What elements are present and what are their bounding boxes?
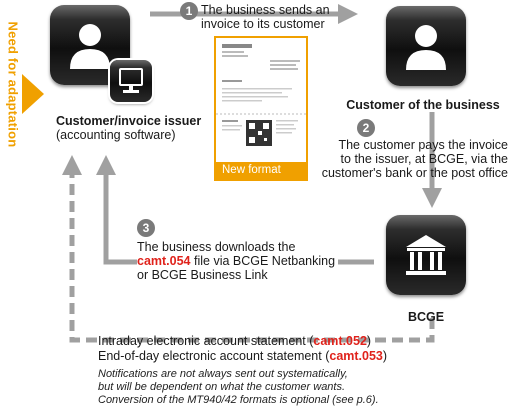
- customer-person-icon: [386, 6, 466, 86]
- step-3-line-3: or BCGE Business Link: [137, 268, 268, 282]
- step-1-badge: 1: [180, 2, 198, 20]
- customer-title: Customer of the business: [346, 98, 500, 112]
- invoice-document: New format: [214, 36, 308, 181]
- note-line-2: but will be dependent on what the custom…: [98, 381, 346, 393]
- computer-icon: [110, 60, 152, 102]
- note-line-3: Conversion of the MT940/42 formats is op…: [98, 394, 379, 406]
- invoice-page-icon: [216, 44, 306, 146]
- step-3-line-1: The business downloads the: [137, 240, 296, 254]
- end-of-day-statement: End-of-day electronic account statement …: [98, 349, 391, 363]
- intraday-prefix: Intraday electronic account statement (: [98, 334, 314, 348]
- issuer-subtitle: (accounting software): [56, 128, 176, 142]
- camt053-code: camt.053: [329, 349, 383, 363]
- intraday-suffix: ): [366, 334, 372, 348]
- bank-icon: [386, 215, 466, 295]
- issuer-title: Customer/invoice issuer: [56, 114, 202, 128]
- bank-title: BCGE: [407, 310, 445, 324]
- step-1-line-2: invoice to its customer: [201, 17, 325, 31]
- step-2-line-3: customer's bank or the post office: [321, 166, 508, 180]
- step-2-badge: 2: [357, 119, 375, 137]
- intraday-statement: Intraday electronic account statement (c…: [98, 334, 371, 348]
- camt052-code: camt.052: [313, 334, 367, 348]
- camt054-code: camt.054: [137, 254, 191, 268]
- invoice-caption: New format: [216, 162, 306, 179]
- step-1-line-1: The business sends an: [201, 3, 330, 17]
- adaptation-triangle-icon: [22, 74, 44, 114]
- need-for-adaptation-label: Need for adaptation: [5, 21, 21, 148]
- endofday-prefix: End-of-day electronic account statement …: [98, 349, 330, 363]
- step-2-line-1: The customer pays the invoice: [338, 138, 508, 152]
- step-3-badge: 3: [137, 219, 155, 237]
- step-3-line-2-rest: file via BCGE Netbanking: [190, 254, 336, 268]
- step-3-line-2: camt.054 file via BCGE Netbanking: [137, 254, 339, 268]
- endofday-suffix: ): [382, 349, 388, 363]
- arrow-statements: [62, 155, 435, 343]
- note-line-1: Notifications are not always sent out sy…: [98, 368, 348, 380]
- step-2-line-2: to the issuer, at BCGE, via the: [340, 152, 508, 166]
